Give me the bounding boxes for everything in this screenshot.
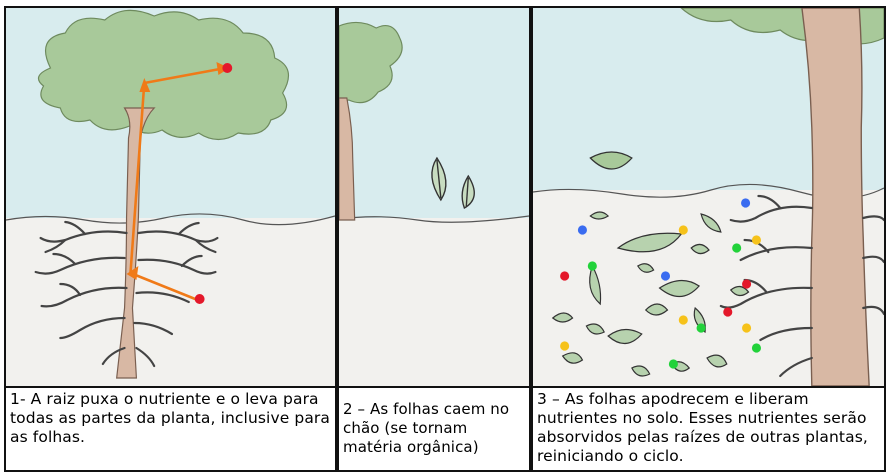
- panel-1-illustration: [6, 8, 335, 388]
- nutrient-dot: [195, 294, 205, 304]
- panel-1: 1- A raiz puxa o nutriente e o leva para…: [4, 6, 337, 472]
- panel-2-illustration: [339, 8, 529, 388]
- panel-3: 3 – As folhas apodrecem e liberam nutrie…: [531, 6, 886, 472]
- panel-2-caption: 2 – As folhas caem no chão (se tornam ma…: [343, 400, 525, 457]
- panel-3-caption: 3 – As folhas apodrecem e liberam nutrie…: [537, 390, 880, 466]
- panel-3-illustration: [533, 8, 884, 388]
- panel-1-caption: 1- A raiz puxa o nutriente e o leva para…: [10, 390, 331, 447]
- nutrient-dot: [222, 63, 232, 73]
- panel-2: 2 – As folhas caem no chão (se tornam ma…: [337, 6, 531, 472]
